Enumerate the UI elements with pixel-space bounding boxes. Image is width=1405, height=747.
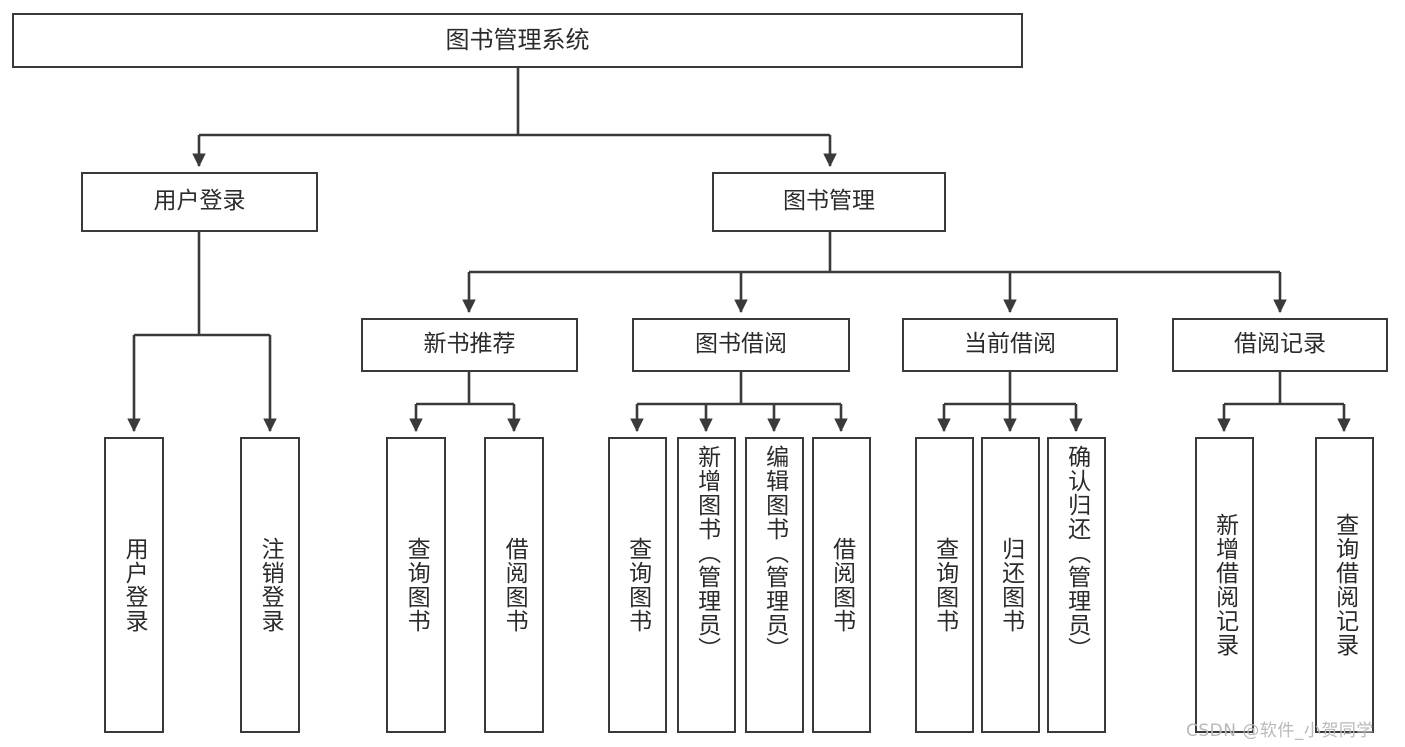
leaf-node-user-login[interactable]: 用户登录 [104, 437, 164, 733]
node-label: 当前借阅 [964, 331, 1056, 358]
node-root-book-management-system[interactable]: 图书管理系统 [12, 13, 1023, 68]
node-label: 注销登录 [257, 537, 284, 633]
node-label: 查询图书 [624, 537, 651, 633]
node-label: 借阅记录 [1234, 331, 1326, 358]
node-label: 图书借阅 [695, 331, 787, 358]
leaf-node-return-book[interactable]: 归还图书 [981, 437, 1040, 733]
node-label: 图书管理 [783, 188, 875, 215]
edge-root-to-level2 [192, 68, 837, 168]
node-current-borrow[interactable]: 当前借阅 [902, 318, 1118, 372]
node-label: 查询图书 [931, 537, 958, 633]
edge-currentborrow-to-leaves [937, 372, 1083, 433]
leaf-node-add-book-admin[interactable]: 新增图书（管理员） [677, 437, 736, 733]
node-label: 归还图书 [997, 537, 1024, 633]
leaf-node-add-borrow-record[interactable]: 新增借阅记录 [1195, 437, 1254, 733]
leaf-node-borrow-book-borrow[interactable]: 借阅图书 [812, 437, 871, 733]
edge-newbook-to-leaves [409, 372, 521, 433]
edge-borrowrecord-to-leaves [1217, 372, 1351, 433]
leaf-node-query-borrow-record[interactable]: 查询借阅记录 [1315, 437, 1374, 733]
node-label: 新增借阅记录 [1211, 513, 1238, 657]
node-label: 确认归还（管理员） [1063, 445, 1090, 661]
node-user-login[interactable]: 用户登录 [81, 172, 318, 232]
leaf-node-query-book-recommend[interactable]: 查询图书 [386, 437, 446, 733]
node-label: 查询借阅记录 [1331, 513, 1358, 657]
edge-userlogin-to-leaves [127, 232, 277, 433]
leaf-node-user-logout[interactable]: 注销登录 [240, 437, 300, 733]
node-new-book-recommend[interactable]: 新书推荐 [361, 318, 578, 372]
edge-bookmanage-to-level3 [462, 232, 1287, 314]
leaf-node-query-book-borrow[interactable]: 查询图书 [608, 437, 667, 733]
node-label: 用户登录 [153, 188, 246, 215]
leaf-node-confirm-return-admin[interactable]: 确认归还（管理员） [1047, 437, 1106, 733]
node-borrow-record[interactable]: 借阅记录 [1172, 318, 1388, 372]
node-label: 借阅图书 [828, 537, 855, 633]
node-label: 图书管理系统 [445, 26, 590, 55]
node-label: 用户登录 [121, 537, 148, 633]
node-label: 编辑图书（管理员） [761, 445, 788, 661]
node-label: 新书推荐 [423, 331, 516, 358]
node-book-borrow[interactable]: 图书借阅 [632, 318, 850, 372]
node-book-management[interactable]: 图书管理 [712, 172, 946, 232]
edge-bookborrow-to-leaves [630, 372, 848, 433]
leaf-node-borrow-book-recommend[interactable]: 借阅图书 [484, 437, 544, 733]
node-label: 查询图书 [403, 537, 430, 633]
leaf-node-edit-book-admin[interactable]: 编辑图书（管理员） [745, 437, 804, 733]
leaf-node-query-book-current[interactable]: 查询图书 [915, 437, 974, 733]
node-label: 新增图书（管理员） [693, 445, 720, 661]
node-label: 借阅图书 [501, 537, 528, 633]
